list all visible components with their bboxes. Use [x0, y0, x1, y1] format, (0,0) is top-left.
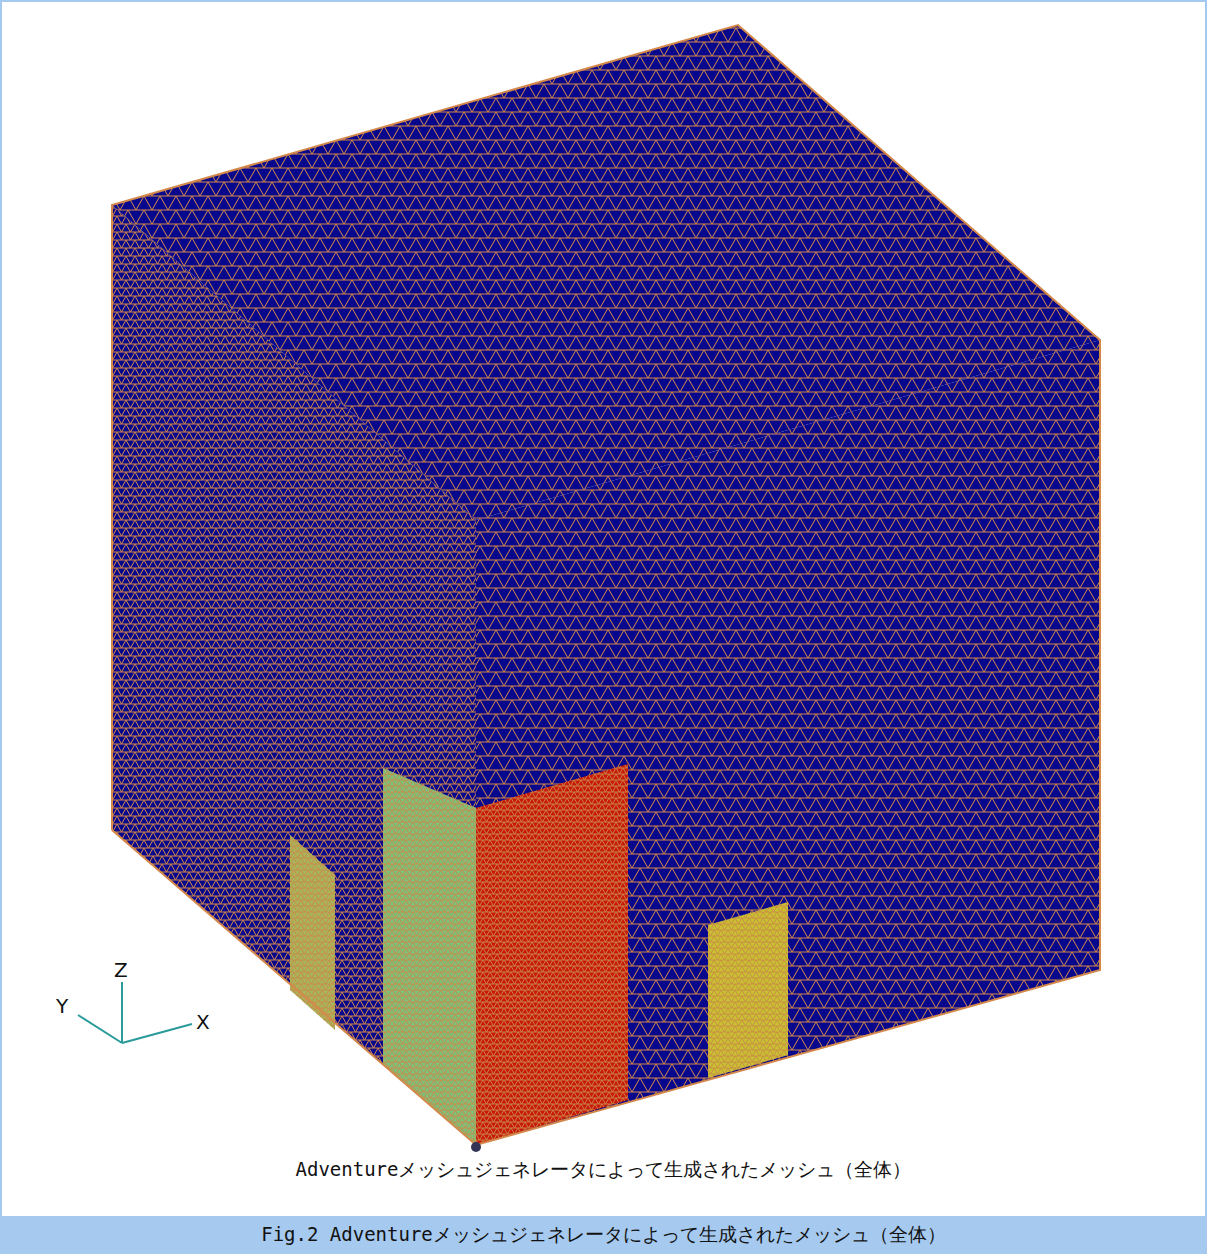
patch-mesh: [476, 764, 628, 1145]
cube-outline: [112, 25, 1100, 1145]
patch-mesh: [383, 768, 476, 1145]
corner-node: [471, 1142, 481, 1152]
axis-label: Z: [114, 958, 128, 982]
figure-caption: Fig.2 Adventureメッシュジェネレータによって生成されたメッシュ（全…: [261, 1222, 946, 1248]
patch-mesh: [708, 902, 788, 1078]
boundary-patch: [708, 902, 788, 1078]
left-face: [112, 205, 476, 1145]
axis-label: Y: [56, 994, 68, 1018]
patch-mesh: [290, 835, 335, 1030]
axis-line: [121, 982, 123, 1043]
right-face: [476, 340, 1100, 1145]
boundary-patch: [290, 835, 335, 1030]
axis-label: X: [196, 1010, 210, 1034]
image-caption: Adventureメッシュジェネレータによって生成されたメッシュ（全体）: [296, 1157, 912, 1183]
boundary-patch: [383, 768, 476, 1145]
axis-line: [78, 1015, 122, 1043]
axis-line: [122, 1024, 192, 1043]
left-face-mesh: [112, 205, 476, 1145]
right-face-mesh: [476, 340, 1100, 1145]
boundary-patch: [476, 764, 628, 1145]
